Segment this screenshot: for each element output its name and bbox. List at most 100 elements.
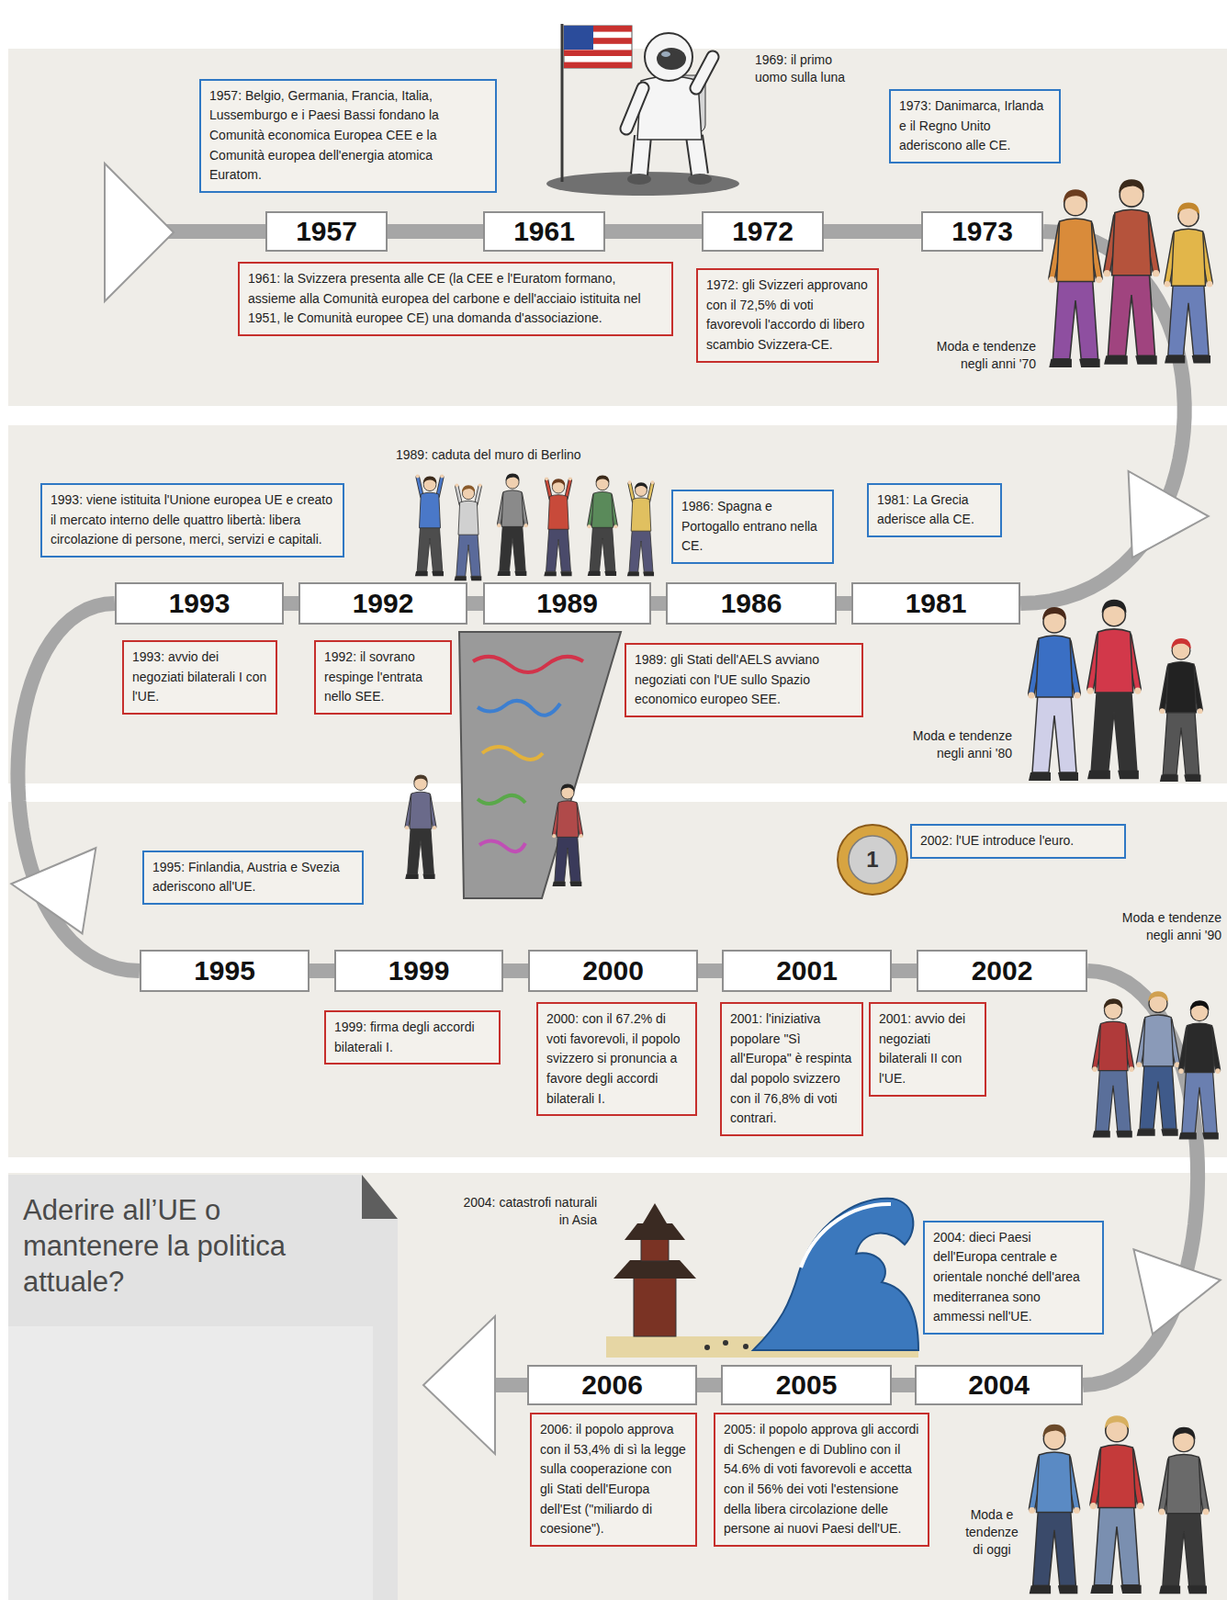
swiss-event-box: 2000: con il 67.2% di voti favorevoli, i…	[536, 1001, 698, 1116]
eu-event-box: 1995: Finlandia, Austria e Svezia aderis…	[142, 850, 364, 905]
direction-triangle	[11, 163, 1220, 1454]
year-label: 1989	[536, 589, 598, 618]
event-text: 2000: con il 67.2% di voti favorevoli, i…	[546, 1009, 687, 1109]
person-dot	[704, 1344, 710, 1351]
year-box: 2005	[720, 1364, 892, 1406]
event-text: 1995: Finlandia, Austria e Svezia aderis…	[152, 857, 354, 898]
swiss-event-box: 2001: l'iniziativa popolare "Sì all'Euro…	[720, 1001, 864, 1137]
year-label: 2001	[776, 956, 838, 985]
event-text: 1989: gli Stati dell'AELS avviano negozi…	[634, 650, 854, 710]
year-label: 2006	[581, 1371, 643, 1399]
eu-event-box: 1981: La Grecia aderisce alla CE.	[866, 483, 1002, 538]
timeline-bar	[836, 596, 852, 611]
coin-ring	[837, 824, 908, 895]
tsunami-illustration	[606, 1198, 919, 1358]
year-label: 1973	[951, 217, 1014, 246]
person-figure	[1178, 1000, 1221, 1139]
swiss-event-box: 2006: il popolo approva con il 53,4% di …	[529, 1412, 698, 1547]
fashion-70s-illustration	[1048, 179, 1214, 368]
astronaut-visor	[656, 47, 687, 70]
question-panel	[8, 1174, 398, 1600]
timeline-bar	[891, 1377, 915, 1393]
year-box: 1972	[701, 211, 824, 252]
person-figure	[551, 784, 584, 888]
year-label: 1995	[193, 956, 256, 985]
event-text: 2005: il popolo approva gli accordi di S…	[723, 1419, 920, 1540]
wave	[753, 1198, 919, 1351]
year-box: 1961	[483, 211, 606, 252]
flag-canton	[563, 25, 594, 50]
caption: 2004: catastrofi naturali in Asia	[457, 1193, 597, 1229]
fashion-80s-illustration	[1028, 599, 1204, 782]
year-box: 1989	[483, 582, 652, 625]
eu-event-box: 1957: Belgio, Germania, Francia, Italia,…	[199, 78, 497, 193]
event-text: 1961: la Svizzera presenta alle CE (la C…	[247, 269, 664, 329]
swiss-event-box: 2005: il popolo approva gli accordi di S…	[713, 1412, 930, 1547]
direction-triangle	[1109, 1249, 1221, 1350]
person-dot	[722, 1339, 729, 1346]
graffiti	[477, 700, 561, 716]
fashion-today-illustration	[1028, 1415, 1209, 1594]
event-text: 2004: dieci Paesi dell'Europa centrale e…	[933, 1227, 1094, 1328]
graffiti	[472, 656, 584, 673]
timeline-bar	[467, 596, 484, 611]
person-figure	[496, 473, 529, 577]
person-figure	[586, 474, 618, 576]
direction-triangle	[1091, 471, 1208, 581]
swiss-event-box: 2001: avvio dei negoziati bilaterali II …	[868, 1001, 987, 1097]
event-text: 1973: Danimarca, Irlanda e il Regno Unit…	[899, 96, 1051, 157]
person-figure	[405, 775, 437, 879]
year-box: 1981	[851, 582, 1021, 625]
event-text: 2001: avvio dei negoziati bilaterali II …	[878, 1009, 977, 1090]
year-label: 1961	[513, 217, 575, 246]
year-label: 2005	[776, 1371, 838, 1399]
caption: Moda e tendenze negli anni '80	[903, 727, 1013, 763]
person-figure	[543, 476, 573, 576]
year-label: 1981	[905, 589, 968, 618]
person-figure	[1028, 607, 1081, 781]
visor-highlight	[661, 51, 671, 57]
timeline-bar	[605, 224, 702, 239]
year-label: 1992	[352, 589, 415, 618]
caption: Moda e tendenze di oggi	[961, 1506, 1023, 1559]
astronaut-boot	[687, 173, 712, 185]
person-figure	[1048, 189, 1103, 368]
eu-event-box: 2004: dieci Paesi dell'Europa centrale e…	[923, 1220, 1104, 1335]
timeline-bar	[651, 596, 666, 611]
graffiti	[479, 840, 526, 852]
row-band	[8, 48, 1227, 1600]
year-box: 2000	[528, 949, 698, 992]
event-text: 1957: Belgio, Germania, Francia, Italia,…	[209, 86, 487, 186]
timeline-bar	[1020, 231, 1185, 604]
moon-ground	[546, 171, 740, 196]
event-text: 1993: avvio dei negoziati bilaterali I c…	[132, 647, 268, 708]
question-corner	[361, 1174, 398, 1219]
year-label: 1986	[720, 589, 783, 618]
flag-stripe	[563, 62, 632, 68]
astronaut-legs	[639, 135, 700, 175]
year-box: 2002	[916, 949, 1088, 992]
caption: Moda e tendenze negli anni '90	[1113, 909, 1222, 945]
year-label: 2002	[971, 956, 1034, 985]
graffiti	[482, 746, 543, 760]
year-box: 1995	[139, 949, 310, 992]
swiss-event-box: 1999: firma degli accordi bilaterali I.	[324, 1010, 501, 1065]
wall	[459, 631, 621, 899]
row-band	[8, 801, 1227, 1158]
event-text: 1999: firma degli accordi bilaterali I.	[334, 1017, 491, 1058]
astronaut-legs	[639, 135, 700, 175]
person-figure	[1136, 990, 1181, 1137]
year-label: 1972	[731, 217, 794, 246]
event-text: 1992: il sovrano respinge l'entrata nell…	[324, 647, 442, 708]
event-text: 1993: viene istituita l'Unione europea U…	[50, 490, 335, 551]
pagoda-roof	[624, 1223, 686, 1240]
caption: 1989: caduta del muro di Berlino	[395, 446, 626, 464]
event-text: 2001: l'iniziativa popolare "Sì all'Euro…	[730, 1009, 854, 1129]
timeline-bar	[283, 596, 299, 611]
pagoda-roof	[613, 1260, 697, 1279]
eu-event-box: 1973: Danimarca, Irlanda e il Regno Unit…	[889, 89, 1061, 164]
flag-stripe	[563, 49, 632, 57]
question-box: Aderire all’UE o mantenere la politica a…	[8, 1174, 398, 1600]
wave-foam	[800, 1204, 891, 1268]
